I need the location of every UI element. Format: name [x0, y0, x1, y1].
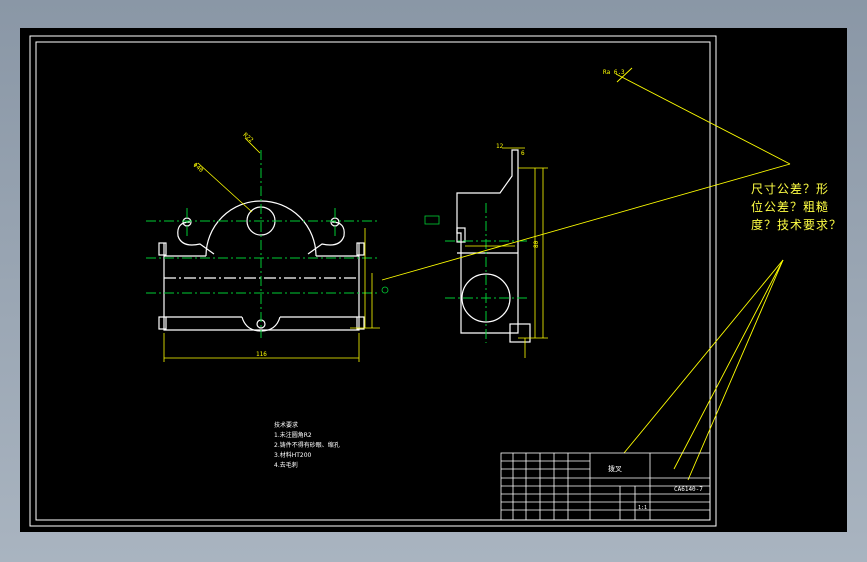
cad-drawing: 116 Φ40 R22 12 6 80 — [29, 35, 791, 527]
surface-roughness-mark: Ra 6.3 — [603, 69, 625, 76]
side-dims — [424, 147, 548, 358]
leader-lines — [381, 67, 791, 481]
side-height-dim: 80 — [533, 240, 540, 248]
front-corner-dim: R22 — [242, 132, 255, 145]
annotation-line-2: 位公差？粗糙 — [751, 200, 830, 214]
front-hole-dim: Φ40 — [192, 162, 205, 175]
tech-item-4: 4.去毛刺 — [274, 461, 298, 469]
side-width-dim: 6 — [521, 150, 525, 157]
title-part-name: 拨叉 — [608, 464, 622, 473]
tech-item-1: 1.未注圆角R2 — [274, 431, 312, 439]
tech-heading: 技术要求 — [274, 421, 298, 429]
tech-requirements: 技术要求 1.未注圆角R2 2.铸件不得有砂眼、缩孔 3.材料HT200 4.去… — [274, 421, 340, 469]
outer-frame — [29, 35, 717, 527]
front-dims — [163, 137, 389, 362]
drawing-canvas: 116 Φ40 R22 12 6 80 — [20, 28, 847, 532]
front-view — [158, 200, 365, 332]
annotation-line-3: 度？技术要求？ — [751, 218, 843, 232]
title-block — [500, 452, 711, 521]
front-width-dim: 116 — [256, 351, 267, 358]
front-center-lines — [146, 150, 377, 338]
annotation-line-1: 尺寸公差？形 — [751, 182, 830, 196]
annotation-question: 尺寸公差？形 位公差？粗糙 度？技术要求？ — [751, 180, 842, 234]
title-drawing-no: CA6140-7 — [674, 486, 703, 493]
tech-item-2: 2.铸件不得有砂眼、缩孔 — [274, 441, 340, 449]
title-scale: 1:1 — [638, 505, 647, 511]
tech-item-3: 3.材料HT200 — [274, 451, 312, 459]
side-center-lines — [445, 203, 530, 343]
inner-frame — [35, 41, 711, 521]
side-top-dim: 12 — [496, 143, 504, 150]
